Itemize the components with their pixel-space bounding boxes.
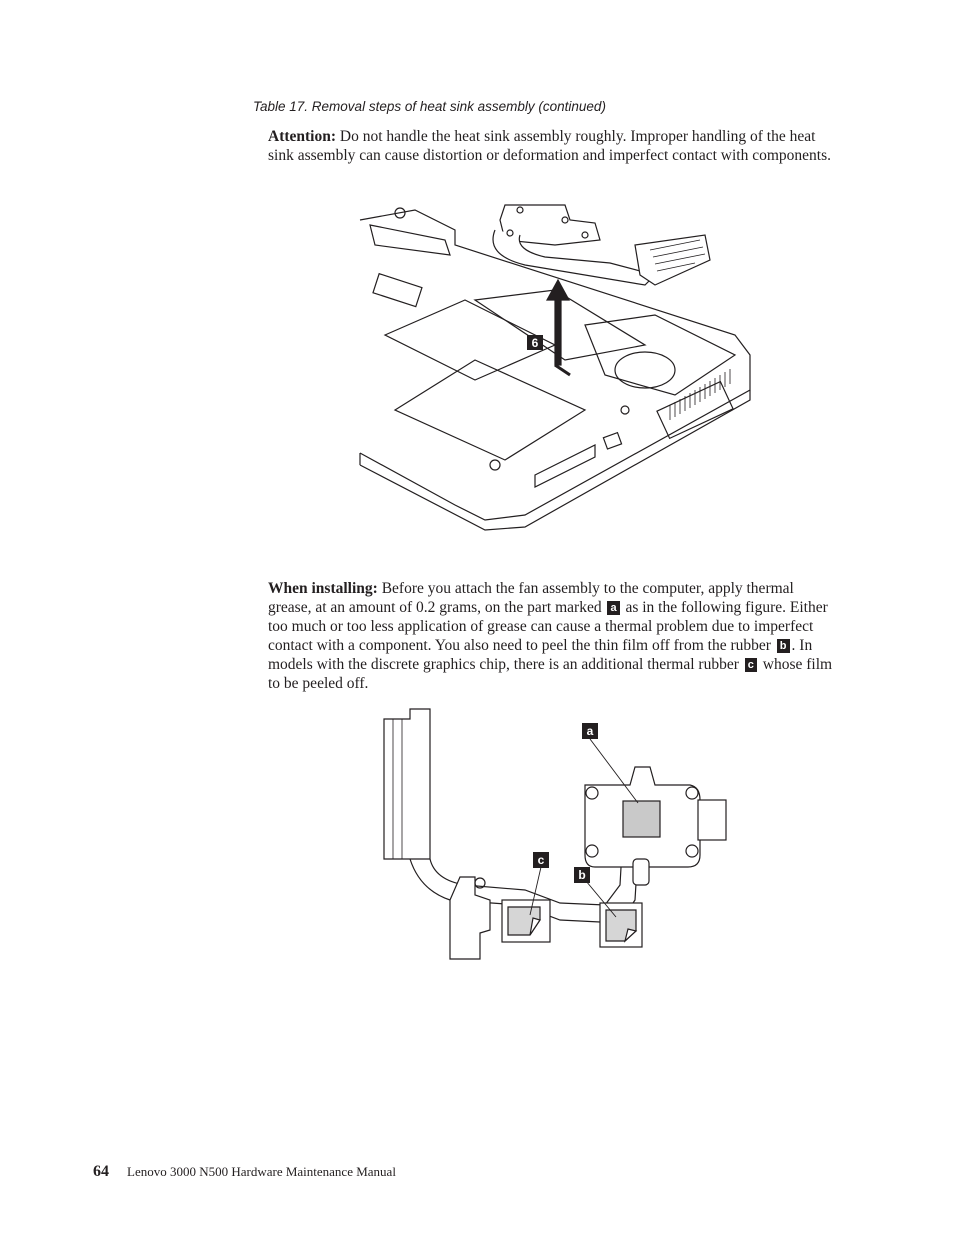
- page-footer: 64 Lenovo 3000 N500 Hardware Maintenance…: [93, 1163, 396, 1181]
- heat-sink-grease-figure: a c b: [383, 708, 727, 960]
- tag-a: a: [607, 601, 620, 615]
- tag-b: b: [776, 639, 790, 653]
- tag-c: c: [744, 658, 757, 672]
- attention-text: Do not handle the heat sink assembly rou…: [268, 128, 832, 164]
- installing-text-4: whose film to be peeled off.: [268, 656, 833, 692]
- page-number: 64: [93, 1163, 109, 1180]
- step-6-callout: 6: [532, 336, 539, 350]
- attention-label: Attention:: [268, 128, 337, 145]
- callout-c: c: [538, 853, 545, 867]
- installing-text-2: as in the following figure. Either too m…: [268, 599, 828, 654]
- manual-title: Lenovo 3000 N500 Hardware Maintenance Ma…: [127, 1164, 396, 1179]
- table-caption: Table 17. Removal steps of heat sink ass…: [253, 99, 606, 114]
- callout-b: b: [578, 868, 585, 882]
- installing-text-3: . In models with the discrete graphics c…: [268, 637, 813, 673]
- callout-a: a: [587, 724, 594, 738]
- heat-sink-removal-figure: 6: [359, 204, 751, 531]
- installing-label: When installing:: [268, 580, 378, 597]
- installing-text-1: Before you attach the fan assembly to th…: [268, 580, 794, 616]
- attention-paragraph: Attention: Do not handle the heat sink a…: [268, 127, 840, 165]
- installing-paragraph: When installing: Before you attach the f…: [268, 579, 840, 693]
